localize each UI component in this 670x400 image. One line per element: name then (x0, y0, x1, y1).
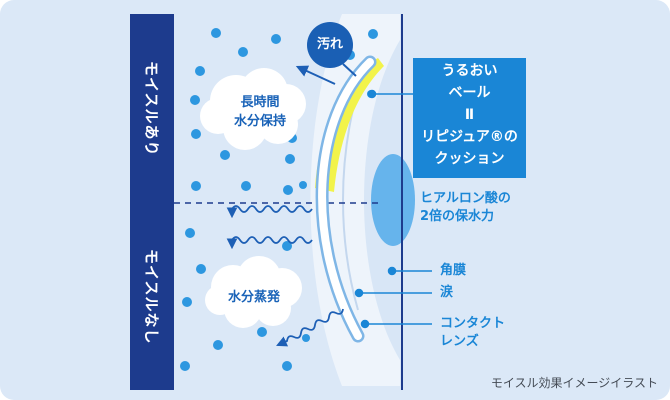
info-box-text: うるおい ベール Ⅱ リピジュア®の クッション (413, 60, 526, 170)
veil-line3: Ⅱ (413, 104, 526, 126)
hyaluronic-line1: ヒアルロン酸の (420, 190, 511, 208)
moisture-cloud-text: 長時間 水分保持 (212, 93, 308, 131)
cornea-label: 角膜 (440, 262, 466, 280)
caption: モイスル効果イメージイラスト (491, 374, 658, 391)
lens-line1: コンタクト (440, 315, 505, 333)
long-hold-line2: 水分保持 (212, 112, 308, 131)
dirt-label: 汚れ (305, 33, 355, 52)
hyaluronic-line2: 2倍の保水力 (420, 208, 511, 226)
lens-line2: レンズ (440, 333, 505, 351)
tears-label: 涙 (440, 284, 453, 302)
lens-label: コンタクト レンズ (440, 315, 505, 351)
veil-line1: うるおい (413, 60, 526, 82)
evaporation-text: 水分蒸発 (206, 288, 302, 307)
iris-shape (371, 154, 415, 246)
label-without-moisl: モイスルなし (130, 203, 174, 390)
veil-line4: リピジュア®の (413, 126, 526, 148)
veil-line2: ベール (413, 82, 526, 104)
wavy-arrow (232, 206, 312, 216)
veil-line5: クッション (413, 148, 526, 170)
label-with-moisl: モイスルあり (130, 14, 174, 203)
long-hold-line1: 長時間 (212, 93, 308, 112)
hyaluronic-label: ヒアルロン酸の 2倍の保水力 (420, 190, 511, 226)
wavy-arrow (232, 237, 312, 247)
